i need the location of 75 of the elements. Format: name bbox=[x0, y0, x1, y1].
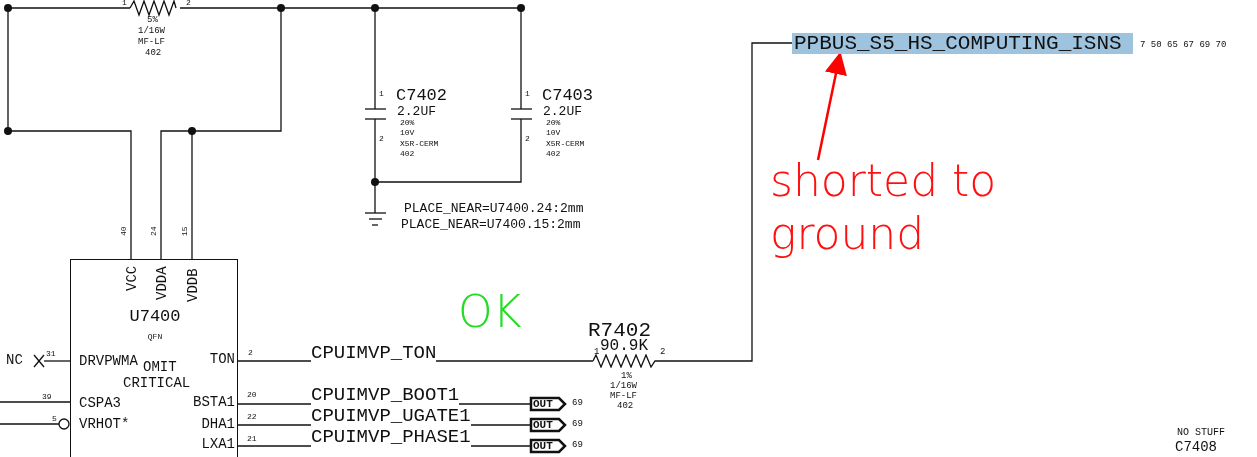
handwritten-note: shorted to ground bbox=[770, 155, 1030, 265]
net-name-label: PPBUS_S5_HS_COMPUTING_ISNS bbox=[792, 33, 1133, 54]
pin-number: 31 bbox=[46, 350, 56, 358]
sheet-reference: 7 50 65 67 69 70 bbox=[1140, 41, 1227, 50]
part-value: 2.2UF bbox=[543, 105, 582, 118]
sheet-reference: 69 bbox=[572, 420, 583, 429]
no-connect-label: NC bbox=[6, 353, 23, 367]
output-port-flag: OUT bbox=[530, 418, 566, 432]
part-value: 20% bbox=[546, 119, 561, 127]
pin-number: 2 bbox=[248, 349, 253, 357]
output-port-flag: OUT bbox=[530, 397, 566, 411]
part-value: 1/16W bbox=[610, 382, 637, 391]
pin-number: 22 bbox=[247, 413, 257, 421]
part-value: MF-LF bbox=[610, 392, 637, 401]
pin-name: DRVPWMA bbox=[79, 354, 138, 368]
pin-name: VCC bbox=[125, 265, 139, 291]
pin-name: BSTA1 bbox=[193, 395, 235, 409]
placement-note: PLACE_NEAR=U7400.24:2mm bbox=[404, 202, 584, 215]
pin-number: 1 bbox=[122, 0, 127, 7]
output-port-flag: OUT bbox=[530, 439, 566, 453]
pin-name: LXA1 bbox=[201, 437, 235, 451]
part-value: 1/16W bbox=[138, 27, 165, 36]
pin-name: DHA1 bbox=[201, 417, 235, 431]
pin-number: 2 bbox=[379, 135, 384, 143]
chip-note: OMIT bbox=[143, 360, 177, 374]
pin-name: VDDB bbox=[186, 268, 200, 302]
pin-name: CSPA3 bbox=[79, 396, 121, 410]
pin-name: VDDA bbox=[155, 266, 169, 300]
resistor-symbol bbox=[593, 354, 660, 368]
wire bbox=[659, 42, 793, 362]
sheet-reference: 69 bbox=[572, 441, 583, 450]
pin-number: 1 bbox=[379, 90, 384, 98]
part-value: 10V bbox=[400, 129, 415, 137]
placement-note: PLACE_NEAR=U7400.15:2mm bbox=[401, 218, 581, 231]
pin-name: VRHOT* bbox=[79, 417, 130, 431]
pin-number: 2 bbox=[525, 135, 530, 143]
pin-number: 39 bbox=[42, 393, 52, 401]
net-label: CPUIMVP_BOOT1 bbox=[311, 386, 460, 405]
part-value: X5R-CERM bbox=[546, 140, 585, 148]
pin-number: 1 bbox=[594, 348, 600, 357]
net-label: CPUIMVP_UGATE1 bbox=[311, 407, 471, 426]
part-value: 402 bbox=[617, 402, 634, 411]
net-label: CPUIMVP_TON bbox=[311, 344, 437, 363]
part-value: X5R-CERM bbox=[400, 140, 439, 148]
placement-note: NO STUFF bbox=[1177, 428, 1225, 438]
part-value: 10V bbox=[546, 129, 561, 137]
handwritten-note: OK bbox=[458, 290, 522, 334]
package-text: QFN bbox=[146, 333, 164, 341]
part-value: 1% bbox=[621, 372, 632, 381]
pin-number: 20 bbox=[247, 391, 257, 399]
part-value: MF-LF bbox=[138, 38, 165, 47]
pin-number: 24 bbox=[150, 226, 158, 236]
sheet-reference: 69 bbox=[572, 399, 583, 408]
pin-number: 1 bbox=[525, 90, 530, 98]
part-value: 20% bbox=[400, 119, 415, 127]
chip-note: CRITICAL bbox=[123, 376, 191, 390]
pin-number: 21 bbox=[247, 435, 257, 443]
pin-number: 2 bbox=[186, 0, 191, 7]
part-value: 402 bbox=[546, 150, 561, 158]
pin-number: 40 bbox=[120, 226, 128, 236]
part-value: 2.2UF bbox=[397, 105, 436, 118]
pin-number: 2 bbox=[660, 348, 666, 357]
part-value: 5% bbox=[147, 16, 158, 25]
part-reference: C7408 bbox=[1175, 440, 1217, 454]
net-label: CPUIMVP_PHASE1 bbox=[311, 428, 471, 447]
part-value: 402 bbox=[400, 150, 415, 158]
part-value: 90.9K bbox=[600, 338, 648, 354]
pin-number: 5 bbox=[52, 415, 57, 423]
pin-number: 15 bbox=[181, 226, 189, 236]
ic-chip-box bbox=[70, 259, 238, 457]
part-reference: C7402 bbox=[396, 87, 447, 104]
pin-name: TON bbox=[209, 352, 235, 366]
part-reference: C7403 bbox=[542, 87, 593, 104]
part-value: 402 bbox=[145, 49, 162, 58]
chip-reference: U7400 bbox=[128, 308, 182, 325]
